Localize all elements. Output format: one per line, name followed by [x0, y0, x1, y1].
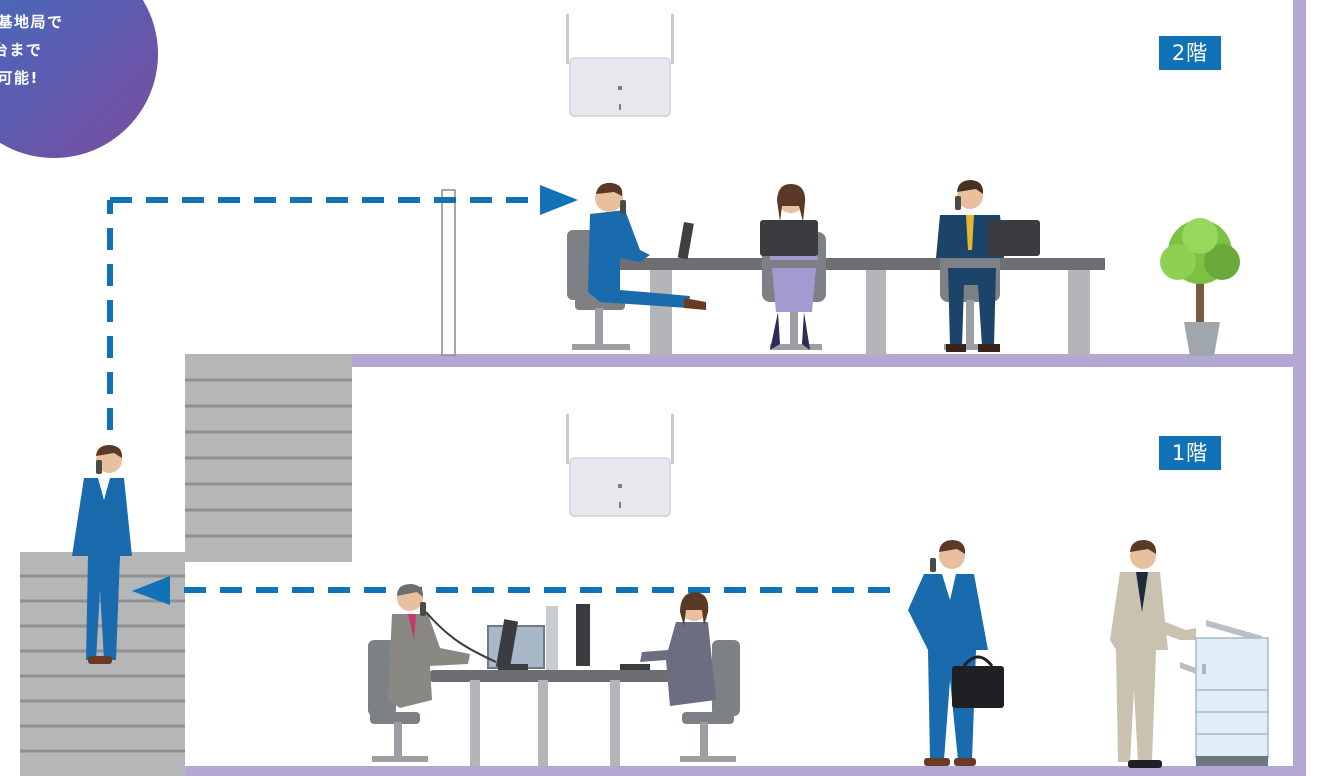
wireless-base-station-icon: [566, 414, 674, 517]
promo-line-2: 最大4台まで: [0, 41, 43, 59]
person-standing-phone: [908, 540, 1004, 766]
promo-text: の無線基地局で 最大4台まで 時通話可能!: [0, 8, 108, 92]
person-seated-laptop: [760, 183, 826, 350]
arrow-icon: [132, 576, 170, 605]
building-frame: [185, 0, 1306, 776]
person-seated-typing: [640, 592, 740, 762]
call-route: [107, 197, 890, 593]
promo-line-1: の無線基地局で: [0, 13, 64, 31]
plant-icon: [1160, 218, 1240, 356]
person-seated-phone: [936, 180, 1040, 352]
second-floor-slab: [352, 354, 1306, 367]
person-seated-phone: [368, 584, 497, 762]
right-wall: [1293, 0, 1306, 776]
person-seated-phone: [567, 182, 706, 350]
partition-post: [441, 189, 456, 356]
promo-circle: [0, 0, 158, 158]
promo-line-3: 時通話可能!: [0, 69, 39, 87]
arrow-icon: [540, 185, 578, 215]
promo-text-wrap: の無線基地局で 最大4台まで 時通話可能!: [0, 0, 160, 210]
person-walking-phone: [72, 445, 132, 664]
first-floor-desk: [430, 604, 670, 766]
floor-badge-1f: 1階: [1159, 436, 1221, 470]
staircase: [20, 354, 352, 776]
floor-badge-2f: 2階: [1159, 36, 1221, 70]
first-floor-slab: [185, 766, 1306, 776]
wireless-base-station-icon: [566, 14, 674, 117]
person-standing-copier: [1110, 540, 1196, 768]
copier-icon: [1180, 620, 1269, 766]
